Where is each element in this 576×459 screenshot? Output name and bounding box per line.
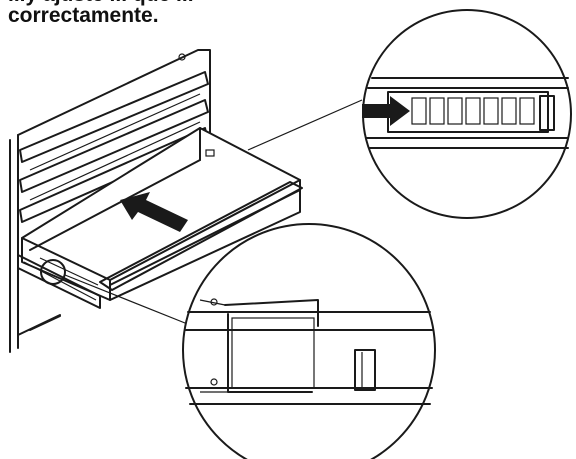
rail-release-tab xyxy=(354,349,376,391)
detail-circle-bearing xyxy=(362,9,572,219)
leader-line-top xyxy=(247,99,363,151)
instruction-text-cut-line: ...y ajuste ... que ... xyxy=(8,0,194,8)
bearing-balls xyxy=(411,97,535,125)
leader-line-bottom xyxy=(64,274,191,326)
cabinet-screw-icon xyxy=(178,53,186,61)
detail-callout-marker xyxy=(40,259,66,285)
drawer-slide-rail xyxy=(17,254,101,331)
cabinet xyxy=(9,49,211,353)
instruction-text: ...y ajuste ... que ... correctamente. xyxy=(8,0,194,29)
instruction-text-line: correctamente. xyxy=(8,4,159,27)
drawer-label-tab xyxy=(205,149,215,157)
rail-screw-icon xyxy=(210,298,218,306)
rail-screw-icon xyxy=(210,378,218,386)
push-drawer-arrow-icon xyxy=(120,192,188,232)
push-bearing-arrow-icon xyxy=(362,96,410,126)
detail-circle-rail xyxy=(182,223,436,459)
